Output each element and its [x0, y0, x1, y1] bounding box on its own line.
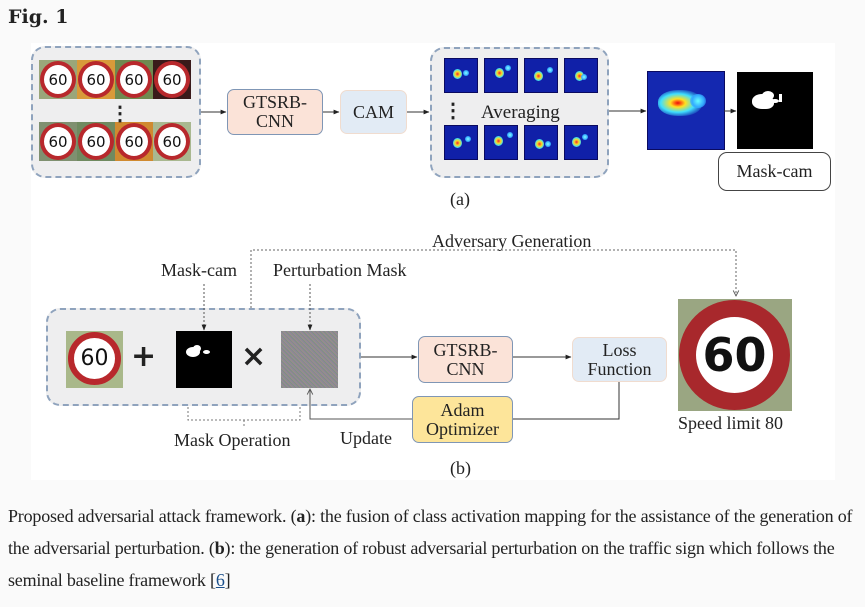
- adversary-generation-label: Adversary Generation: [432, 231, 592, 251]
- reference-link[interactable]: 6: [215, 570, 225, 590]
- loss-label-line1: Loss: [602, 339, 637, 360]
- speed-sign: 60: [116, 123, 152, 160]
- cam-heatmap: [444, 58, 478, 93]
- caption-bracket: [: [210, 570, 216, 590]
- perturbation-mask-label: Perturbation Mask: [273, 260, 407, 280]
- cam-label: CAM: [352, 101, 394, 122]
- input-sign-tile: 60: [77, 60, 115, 99]
- cam-heatmap: [484, 58, 518, 93]
- speed-sign-text: 60: [80, 346, 109, 371]
- update-label: Update: [340, 428, 392, 448]
- heat-blob: [534, 71, 543, 81]
- input-sign-tile: 60: [153, 122, 191, 161]
- mask-cam-box: Mask-cam: [718, 152, 831, 191]
- gtsrb-cnn-label-line1: GTSRB-: [242, 92, 307, 112]
- averaged-heatmap: [647, 71, 725, 150]
- heat-blob: [465, 136, 471, 142]
- caption-bracket: ]: [224, 570, 231, 590]
- cam-heatmap: [564, 125, 598, 160]
- heat-blob: [572, 137, 581, 147]
- input-sign-tile: 60: [115, 60, 153, 99]
- figure-caption: Proposed adversarial attack framework. (…: [8, 500, 858, 596]
- heat-blob: [453, 69, 462, 79]
- cam-heatmap: [524, 125, 558, 160]
- averaging-label: Averaging: [481, 102, 560, 123]
- heat-blob: [495, 68, 504, 78]
- mask-shape: [762, 91, 774, 100]
- cam-heatmap: [564, 58, 598, 93]
- input-sign-tile: 60: [77, 122, 115, 161]
- figure-title: Fig. 1: [8, 6, 69, 28]
- heat-blob: [582, 134, 588, 140]
- gtsrb-cnn-label-line2: CNN: [446, 358, 485, 379]
- cam-heatmap: [484, 125, 518, 160]
- caption-b-marker: b: [214, 538, 225, 558]
- speed-sign: 60: [154, 123, 190, 160]
- heat-blob: [545, 141, 551, 147]
- mask-shape: [186, 347, 200, 357]
- mask-cam-image: [737, 72, 813, 149]
- speed-sign: 60: [116, 61, 152, 98]
- mask-cam-image-b: [176, 331, 232, 388]
- adam-label-line2: Optimizer: [426, 418, 499, 439]
- adversarial-sign-image: 60: [678, 299, 792, 411]
- times-symbol: ×: [241, 339, 267, 374]
- input-sign-image: 60: [66, 331, 123, 388]
- part-b-label: (b): [450, 458, 471, 478]
- part-a-label: (a): [450, 189, 470, 209]
- cam-heatmap: [444, 125, 478, 160]
- gtsrb-cnn-box-a: GTSRB-CNN: [227, 89, 323, 135]
- caption-text: Proposed adversarial attack framework. (: [8, 506, 297, 526]
- output-prediction-label: Speed limit 80: [678, 413, 783, 433]
- caption-text: ): the fusion of class activation mappin…: [8, 506, 853, 558]
- speed-sign: 60: [40, 123, 76, 160]
- input-sign-tile: 60: [39, 122, 77, 161]
- heat-blob: [505, 65, 511, 71]
- heat-blob: [581, 74, 587, 80]
- mask-shape: [193, 345, 201, 352]
- mask-shape: [203, 350, 210, 354]
- mask-cam-label: Mask-cam: [736, 161, 813, 181]
- gtsrb-cnn-label-line2: CNN: [255, 111, 294, 131]
- gtsrb-cnn-box-b: GTSRB-CNN: [418, 336, 513, 383]
- heat-blob: [575, 71, 584, 81]
- speed-sign: 60: [154, 61, 190, 98]
- speed-sign: 60: [68, 332, 121, 385]
- heat-blob: [547, 67, 553, 73]
- mask-shape: [779, 94, 782, 102]
- mask-cam-input-label: Mask-cam: [161, 260, 237, 280]
- caption-text: ): the generation of robust adversarial …: [8, 538, 835, 590]
- heat-blob: [494, 136, 503, 146]
- mask-operation-label: Mask Operation: [174, 430, 291, 450]
- adversarial-speed-sign: 60: [679, 300, 790, 410]
- speed-sign: 60: [40, 61, 76, 98]
- heat-blob: [453, 138, 462, 148]
- input-sign-tile: 60: [153, 60, 191, 99]
- speed-sign: 60: [78, 61, 114, 98]
- loss-label-line2: Function: [587, 358, 652, 379]
- plus-symbol: +: [131, 339, 157, 374]
- heat-blob: [507, 132, 513, 138]
- adversarial-sign-text: 60: [702, 328, 767, 382]
- heat-blob: [690, 94, 706, 108]
- vertical-ellipsis-a: ⋮: [110, 103, 130, 125]
- caption-a-marker: a: [296, 506, 306, 526]
- perturbation-noise-image: [281, 331, 338, 388]
- input-sign-tile: 60: [115, 122, 153, 161]
- vertical-ellipsis-avg: ⋮: [443, 100, 463, 122]
- cam-heatmap: [524, 58, 558, 93]
- cam-box: CAM: [340, 90, 407, 134]
- input-sign-tile: 60: [39, 60, 77, 99]
- speed-sign: 60: [78, 123, 114, 160]
- heat-blob: [535, 139, 544, 149]
- mask-shape: [771, 99, 779, 103]
- gtsrb-cnn-label-line1: GTSRB-: [433, 339, 498, 360]
- heat-blob: [463, 70, 469, 76]
- adam-label-line1: Adam: [440, 399, 485, 420]
